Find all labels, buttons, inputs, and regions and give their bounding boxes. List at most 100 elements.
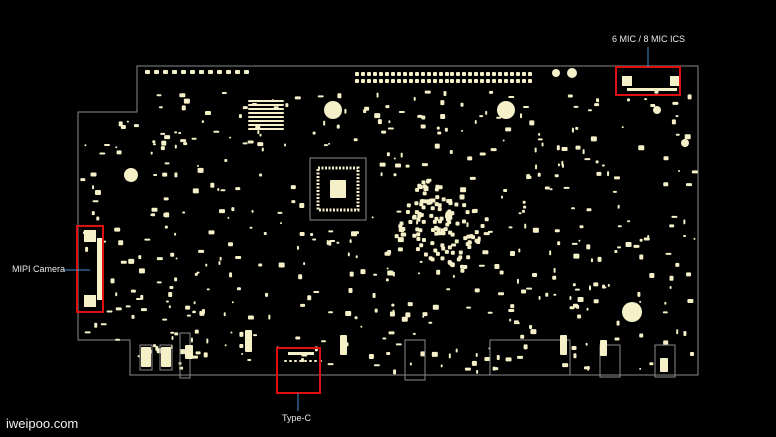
camera-connector-contacts — [97, 238, 103, 300]
pad — [249, 226, 253, 229]
pad — [664, 301, 667, 305]
pad — [415, 79, 419, 83]
pad — [508, 226, 513, 229]
pad — [633, 244, 640, 248]
pad — [298, 274, 303, 280]
pad — [170, 252, 175, 257]
pad — [671, 215, 678, 218]
pad — [485, 110, 488, 115]
pad — [289, 360, 292, 362]
pad — [582, 149, 585, 155]
pad — [460, 102, 464, 107]
pad — [128, 258, 135, 264]
pad — [145, 70, 150, 74]
pad — [169, 285, 174, 289]
pad — [417, 114, 423, 118]
pad — [455, 348, 458, 353]
pad — [430, 227, 435, 232]
pad — [435, 195, 440, 200]
pad — [499, 270, 504, 275]
pad — [437, 207, 442, 212]
pad — [433, 248, 438, 253]
pad — [422, 315, 425, 318]
pad — [386, 152, 390, 157]
pad — [505, 357, 512, 362]
pad — [434, 202, 439, 207]
pad — [99, 152, 106, 155]
pad — [508, 95, 515, 98]
mounting-hole — [552, 69, 560, 77]
pad — [405, 209, 410, 214]
pad — [155, 345, 159, 351]
pad — [422, 191, 427, 196]
pad — [114, 227, 121, 232]
pad — [602, 284, 606, 289]
pad — [665, 252, 672, 255]
pad — [484, 217, 489, 222]
pad — [505, 127, 512, 132]
pad — [430, 241, 435, 246]
pad — [248, 128, 284, 130]
pad — [227, 216, 230, 219]
pad — [409, 72, 413, 76]
pad — [208, 230, 215, 235]
pad — [401, 316, 408, 322]
pad — [140, 294, 144, 300]
pad — [649, 362, 654, 366]
pad — [258, 263, 263, 267]
pad — [327, 363, 334, 366]
pad — [474, 288, 480, 293]
pad — [164, 225, 168, 229]
pad — [498, 72, 502, 76]
pad — [443, 90, 447, 96]
pad — [585, 342, 588, 346]
pad — [400, 152, 403, 158]
pad — [427, 72, 431, 76]
pad — [458, 250, 463, 255]
pad — [412, 332, 416, 335]
pad — [557, 241, 561, 246]
pad — [251, 209, 254, 213]
pad — [577, 297, 584, 303]
pad — [517, 355, 524, 359]
pad — [131, 172, 137, 177]
pad — [398, 110, 405, 113]
pad — [182, 211, 186, 214]
pad — [259, 173, 263, 177]
pad — [416, 237, 421, 242]
pad — [524, 223, 527, 229]
pad — [248, 124, 284, 126]
pad — [496, 116, 502, 119]
pad — [446, 198, 453, 203]
pad — [248, 100, 284, 102]
pad — [424, 90, 431, 94]
pad — [392, 271, 395, 277]
pad — [690, 352, 695, 357]
mounting-hole — [653, 106, 661, 114]
pad — [259, 133, 262, 137]
pad — [235, 70, 240, 74]
pad — [415, 72, 419, 76]
highlight-camera — [76, 225, 104, 313]
pad — [94, 189, 101, 195]
pad — [441, 197, 446, 202]
pad — [379, 79, 383, 83]
pad — [328, 142, 331, 145]
pad — [381, 130, 387, 134]
camera-connector-pad — [84, 230, 96, 242]
pad — [537, 172, 541, 177]
pad — [637, 314, 640, 318]
connector-outline — [489, 339, 571, 376]
pad — [409, 362, 412, 366]
pad — [415, 227, 420, 232]
pad — [596, 98, 600, 103]
pad — [516, 72, 520, 76]
pad — [304, 360, 307, 362]
pad — [153, 173, 158, 176]
pad — [168, 305, 171, 309]
pad — [430, 206, 435, 211]
pad — [675, 133, 680, 136]
pad — [498, 79, 502, 83]
pad — [372, 293, 376, 299]
pad — [478, 264, 485, 267]
